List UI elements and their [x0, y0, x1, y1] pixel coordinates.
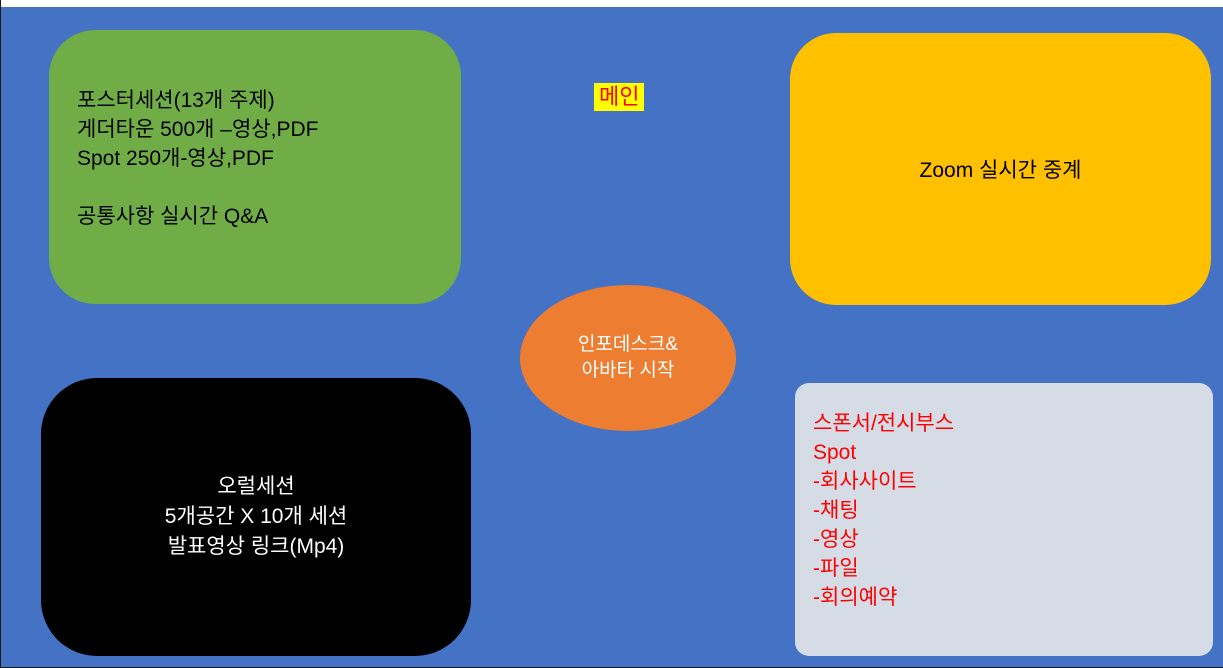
poster-session-line: 공통사항 실시간 Q&A: [77, 205, 269, 228]
oral-session-box: 오럴세션 5개공간 X 10개 세션 발표영상 링크(Mp4): [41, 378, 471, 656]
oral-session-line: 5개공간 X 10개 세션: [164, 505, 348, 528]
poster-session-line: [77, 173, 441, 202]
poster-session-line: 포스터세션(13개 주제): [77, 89, 275, 112]
sponsor-booth-line: -회사사이트: [813, 470, 917, 493]
sponsor-booth-box: 스폰서/전시부스 Spot -회사사이트 -채팅 -영상 -파일 -회의예약: [795, 383, 1213, 656]
poster-session-box: 포스터세션(13개 주제) 게더타운 500개 –영상,PDF Spot 250…: [49, 30, 461, 304]
zoom-live-label: Zoom 실시간 중계: [919, 159, 1082, 182]
poster-session-line: 게더타운 500개 –영상,PDF: [77, 118, 319, 141]
sponsor-booth-line: -영상: [813, 528, 859, 551]
sponsor-booth-line: -파일: [813, 557, 859, 580]
infodesk-line: 인포데스크&: [577, 334, 679, 355]
main-label: 메인: [594, 83, 645, 111]
sponsor-booth-line: 스폰서/전시부스: [813, 412, 955, 435]
zoom-live-box: Zoom 실시간 중계: [790, 33, 1211, 305]
oral-session-line: 오럴세션: [217, 475, 295, 498]
sponsor-booth-line: Spot: [813, 441, 857, 464]
sponsor-booth-line: -회의예약: [813, 586, 898, 609]
sponsor-booth-line: -채팅: [813, 499, 859, 522]
infodesk-ellipse: 인포데스크& 아바타 시작: [520, 285, 736, 431]
oral-session-line: 발표영상 링크(Mp4): [167, 535, 345, 558]
poster-session-line: Spot 250개-영상,PDF: [77, 147, 274, 170]
infodesk-line: 아바타 시작: [581, 360, 675, 381]
top-margin-strip: [1, 0, 1223, 7]
